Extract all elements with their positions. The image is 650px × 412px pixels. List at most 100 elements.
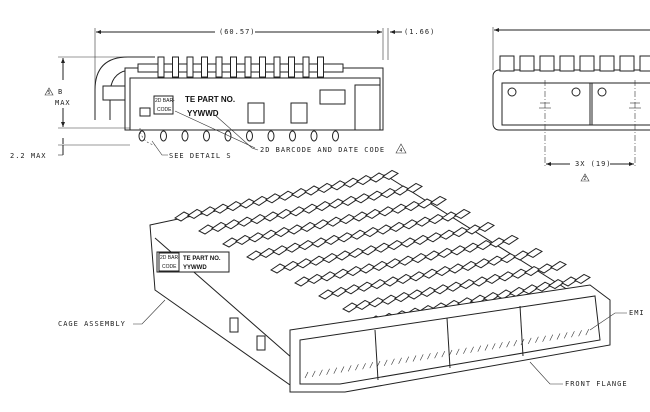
iso-flange-slot bbox=[513, 339, 518, 347]
side-fin bbox=[302, 56, 310, 78]
iso-flange-slot bbox=[484, 344, 489, 351]
iso-fin bbox=[550, 260, 567, 271]
iso-flange-slot bbox=[563, 332, 568, 339]
dim-height-label: B bbox=[58, 88, 63, 96]
emi-label: EMI bbox=[629, 309, 645, 317]
iso-flange-slot bbox=[412, 355, 417, 362]
dim-length: (60.57) bbox=[219, 28, 256, 36]
iso-flange-slot bbox=[585, 328, 590, 336]
iso-flange-slot bbox=[556, 333, 561, 340]
iso-front-flange-slots bbox=[304, 328, 590, 379]
side-fins bbox=[157, 56, 324, 78]
iso-flange-slot bbox=[571, 331, 575, 338]
iso-flange-slot bbox=[520, 338, 525, 346]
side-pin bbox=[160, 130, 167, 142]
iso-flange-slot bbox=[326, 368, 330, 375]
iso-flange-slot bbox=[304, 371, 309, 379]
iso-flange-slot bbox=[376, 360, 381, 368]
front-top-block bbox=[539, 55, 555, 72]
iso-fin bbox=[454, 208, 471, 219]
iso-fin bbox=[574, 273, 591, 284]
iso-flange-slot bbox=[369, 361, 374, 369]
iso-barcode-line1: 2D BAR- bbox=[160, 255, 180, 261]
front-top-block bbox=[559, 55, 575, 72]
iso-fin bbox=[526, 247, 543, 258]
side-pin bbox=[289, 130, 296, 142]
side-pin bbox=[138, 130, 146, 142]
iso-flange-slot bbox=[535, 336, 539, 343]
iso-flange-slot bbox=[578, 330, 582, 337]
side-fin bbox=[273, 56, 281, 78]
front-flange-label: FRONT FLANGE bbox=[565, 380, 628, 388]
iso-flange-slot bbox=[549, 334, 554, 341]
side-fin bbox=[317, 56, 324, 78]
side-fin bbox=[215, 56, 223, 78]
cage-assembly-label: CAGE ASSEMBLY bbox=[58, 320, 126, 328]
iso-date-code: YYWWD bbox=[183, 265, 207, 271]
iso-fin bbox=[489, 237, 506, 248]
iso-flange-slot bbox=[391, 358, 395, 365]
iso-barcode-line2: CODE bbox=[162, 264, 177, 270]
side-pin bbox=[332, 130, 339, 142]
barcode-box-line1: 2D BAR- bbox=[155, 98, 175, 104]
iso-part-no: TE PART NO. bbox=[183, 256, 221, 262]
side-fin bbox=[186, 56, 194, 78]
front-view: 3X (19) 2 bbox=[492, 27, 650, 182]
date-code-label: YYWWD bbox=[187, 109, 219, 118]
dim-bottom: 2.2 MAX bbox=[10, 152, 47, 160]
barcode-box-line2: CODE bbox=[157, 107, 172, 113]
iso-fin bbox=[561, 276, 578, 287]
iso-flange-slot bbox=[347, 365, 352, 372]
front-top-block bbox=[599, 55, 615, 72]
iso-flange-slot bbox=[477, 345, 482, 352]
iso-flange-slot bbox=[499, 342, 503, 349]
pitch-dim: 3X (19) bbox=[575, 160, 612, 168]
side-fin bbox=[259, 56, 266, 78]
see-detail-callout: SEE DETAIL S bbox=[169, 152, 232, 160]
front-top-block bbox=[579, 55, 595, 72]
iso-flange-slot bbox=[470, 346, 474, 353]
part-no-label: TE PART NO. bbox=[185, 95, 235, 104]
iso-fin bbox=[513, 250, 530, 261]
iso-flange-slot bbox=[419, 354, 424, 361]
iso-flange-slot bbox=[455, 348, 460, 356]
front-top-block bbox=[639, 55, 650, 72]
pitch-flag: 2 bbox=[584, 176, 587, 182]
iso-fin bbox=[465, 224, 482, 235]
side-pin bbox=[224, 130, 232, 142]
barcode-flag: 4 bbox=[400, 148, 403, 154]
iso-flange-slot bbox=[527, 337, 532, 345]
side-fin bbox=[201, 56, 208, 78]
iso-flange-slot bbox=[333, 367, 338, 374]
front-top-features bbox=[499, 55, 650, 72]
iso-flange-slot bbox=[427, 353, 431, 360]
iso-fin bbox=[478, 221, 495, 232]
iso-flange-slot bbox=[355, 364, 359, 371]
dim-height-max: MAX bbox=[55, 99, 71, 107]
barcode-callout: 2D BARCODE AND DATE CODE bbox=[260, 146, 385, 154]
side-fin bbox=[230, 56, 237, 78]
side-pin bbox=[203, 130, 210, 142]
dim-offset: (1.66) bbox=[404, 28, 435, 36]
iso-barcode-box bbox=[158, 252, 180, 272]
side-view: (60.57) (1.66) 2D BAR- CODE TE PART NO. … bbox=[10, 28, 435, 160]
side-pins bbox=[138, 130, 339, 142]
side-pin bbox=[310, 130, 318, 142]
iso-fin bbox=[537, 263, 554, 274]
iso-flange-slot bbox=[340, 366, 345, 373]
iso-flange-slot bbox=[463, 347, 467, 354]
iso-flange-slot bbox=[311, 370, 316, 378]
iso-flange-slot bbox=[434, 352, 438, 359]
iso-flange-slot bbox=[383, 359, 388, 367]
iso-flange-slot bbox=[448, 349, 453, 357]
iso-flange-slot bbox=[506, 341, 510, 348]
side-pin bbox=[246, 130, 253, 142]
iso-fin bbox=[430, 195, 447, 206]
iso-fin bbox=[382, 169, 399, 180]
side-fin bbox=[172, 56, 179, 78]
side-fin bbox=[157, 56, 165, 78]
iso-flange-slot bbox=[491, 343, 496, 350]
barcode-box bbox=[153, 95, 174, 115]
